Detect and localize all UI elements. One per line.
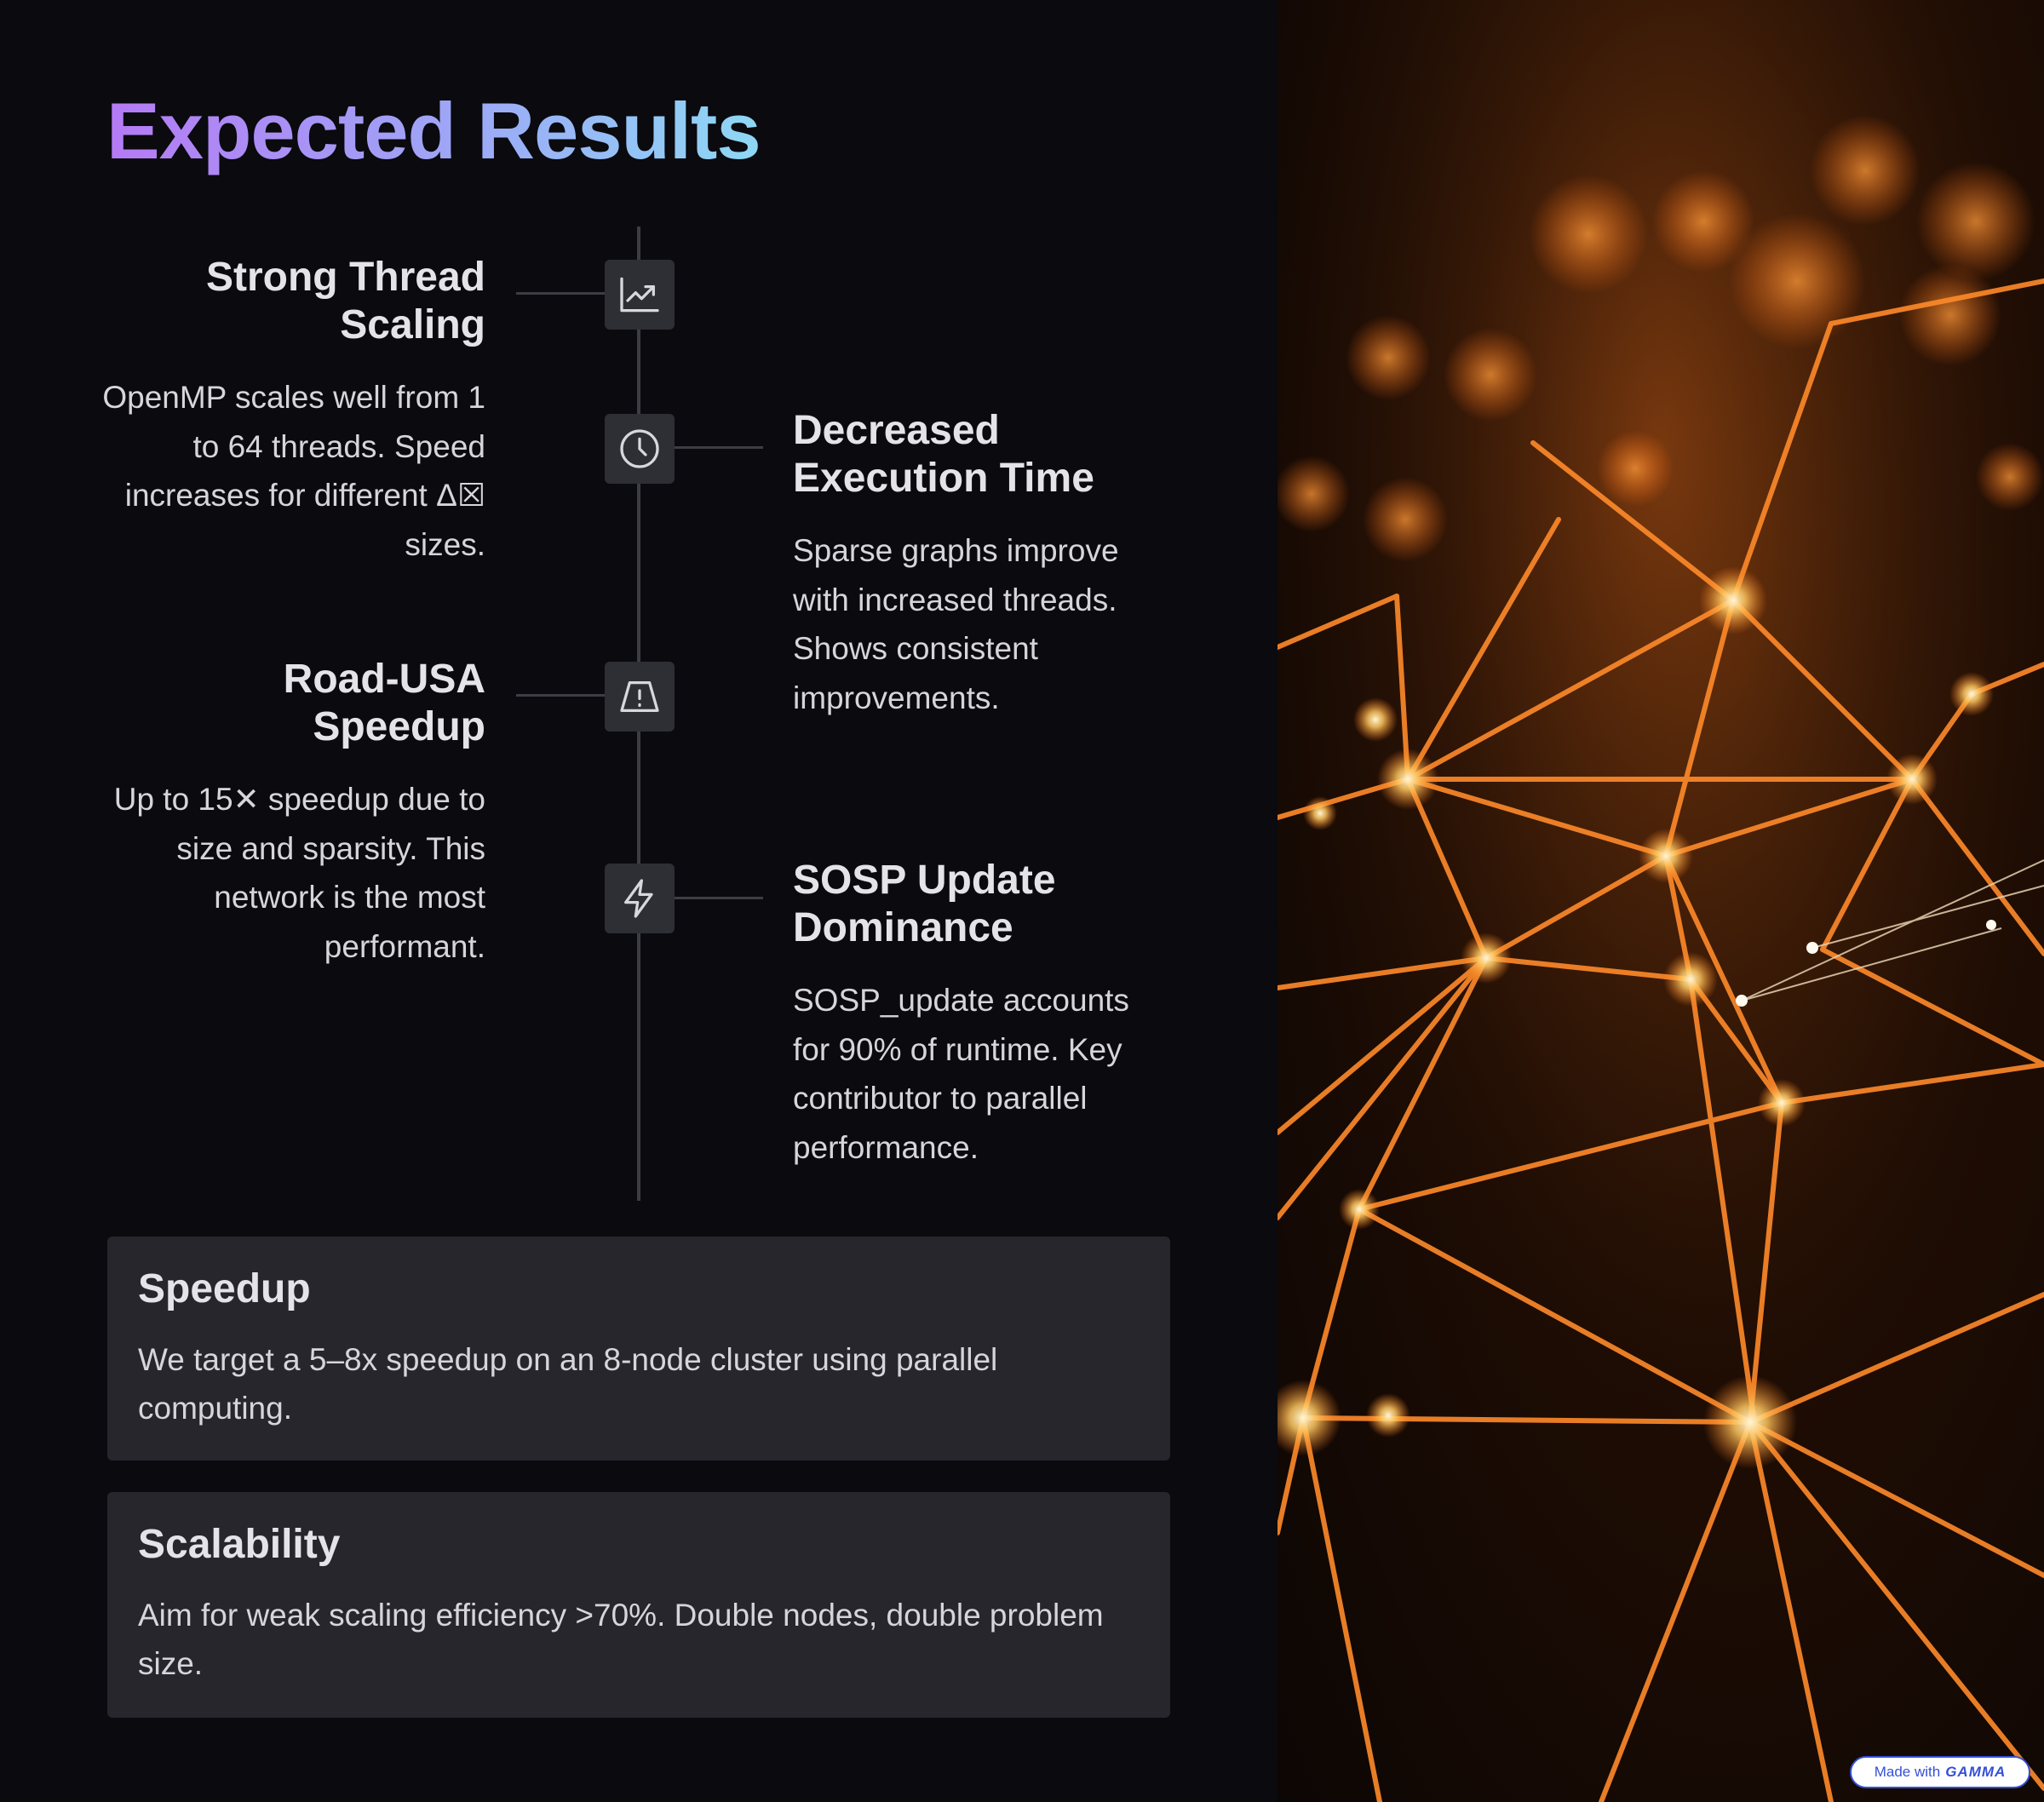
badge-prefix: Made with [1874,1764,1941,1780]
timeline-connector [516,694,605,697]
card-desc: Aim for weak scaling efficiency >70%. Do… [138,1598,1104,1681]
timeline-icon-box [605,662,675,732]
trend-chart-icon [620,277,659,313]
timeline-connector [516,292,605,295]
timeline-connector [675,897,763,899]
timeline-icon-box [605,414,675,484]
timeline-item-title: SOSP Update Dominance [793,858,1056,950]
timeline-item-title: Strong Thread Scaling [205,255,485,347]
timeline-icon-box [605,260,675,330]
timeline-item-desc: Sparse graphs improve with increased thr… [793,533,1119,715]
speedup-card: Speedup We target a 5–8x speedup on an 8… [107,1237,1170,1461]
timeline-item-desc: Up to 15✕ speedup due to size and sparsi… [113,782,485,964]
scalability-card: Scalability Aim for weak scaling efficie… [107,1492,1170,1718]
card-title: Speedup [138,1266,311,1311]
timeline-icon-box [605,864,675,933]
card-title: Scalability [138,1522,341,1567]
content-panel: Expected Results Strong Thread Scaling O… [102,86,1170,1718]
timeline-item-title: Decreased Execution Time [793,408,1094,501]
lightning-icon [624,879,653,918]
network-graph-illustration [1278,0,2044,1802]
timeline-item-desc: OpenMP scales well from 1 to 64 threads.… [102,380,485,562]
timeline-item-title: Road-USA Speedup [283,657,485,749]
gamma-logo: GAMMA [1945,1764,2007,1780]
network-image [1278,0,2044,1802]
card-desc: We target a 5–8x speedup on an 8-node cl… [138,1342,998,1426]
clock-icon [620,429,659,468]
road-icon [620,681,659,712]
page-title: Expected Results [106,86,761,175]
timeline-item-desc: SOSP_update accounts for 90% of runtime.… [793,983,1129,1165]
timeline-connector [675,446,763,449]
made-with-gamma-badge[interactable]: Made with GAMMA [1850,1756,2030,1788]
